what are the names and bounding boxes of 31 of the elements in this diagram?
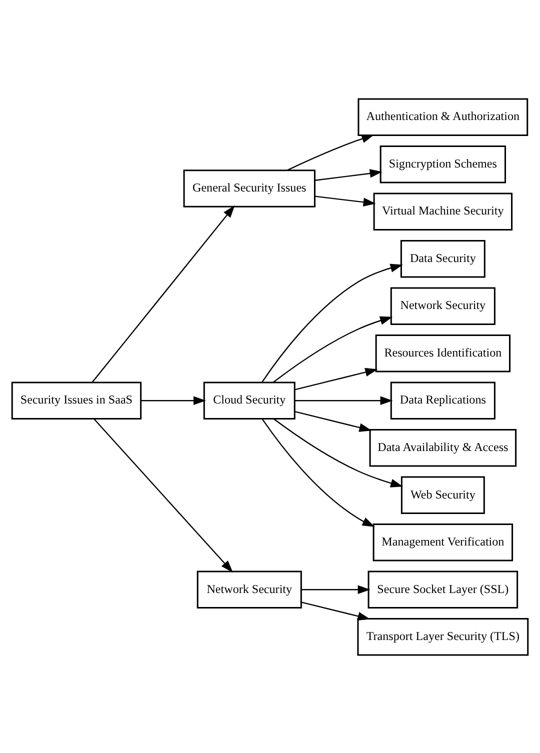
arrow: [286, 134, 374, 170]
node-box: Network Security: [196, 570, 302, 608]
arrow: [261, 263, 403, 382]
node-box: Authentication & Authorization: [358, 98, 528, 136]
arrow: [262, 418, 375, 526]
node-box: Web Security: [400, 476, 485, 514]
arrow: [92, 204, 235, 382]
node-box: Resources Identification: [375, 334, 511, 372]
arrow: [93, 418, 234, 572]
arrow: [273, 418, 404, 487]
node-box: Signcryption Schemes: [380, 145, 506, 183]
arrow: [272, 316, 393, 382]
node-box: Transport Layer Security (TLS): [357, 618, 529, 656]
arrow: [301, 601, 370, 620]
node-box: Virtual Machine Security: [373, 192, 513, 230]
arrow: [314, 168, 382, 180]
arrow: [141, 396, 206, 404]
node-box: Data Availability & Access: [369, 428, 517, 466]
node-box: Security Issues in SaaS: [11, 381, 142, 419]
node-box: Data Replications: [390, 381, 496, 419]
arrow: [301, 584, 370, 594]
node-box: Data Security: [400, 240, 486, 278]
arrow: [294, 367, 378, 390]
arrow: [294, 396, 393, 404]
node-box: Network Security: [390, 286, 496, 324]
node-box: Cloud Security: [203, 381, 296, 419]
node-box: Secure Socket Layer (SSL): [368, 570, 518, 608]
node-box: Management Verification: [372, 523, 514, 561]
node-box: General Security Issues: [183, 169, 316, 207]
arrow: [314, 195, 376, 206]
arrow: [294, 410, 372, 432]
